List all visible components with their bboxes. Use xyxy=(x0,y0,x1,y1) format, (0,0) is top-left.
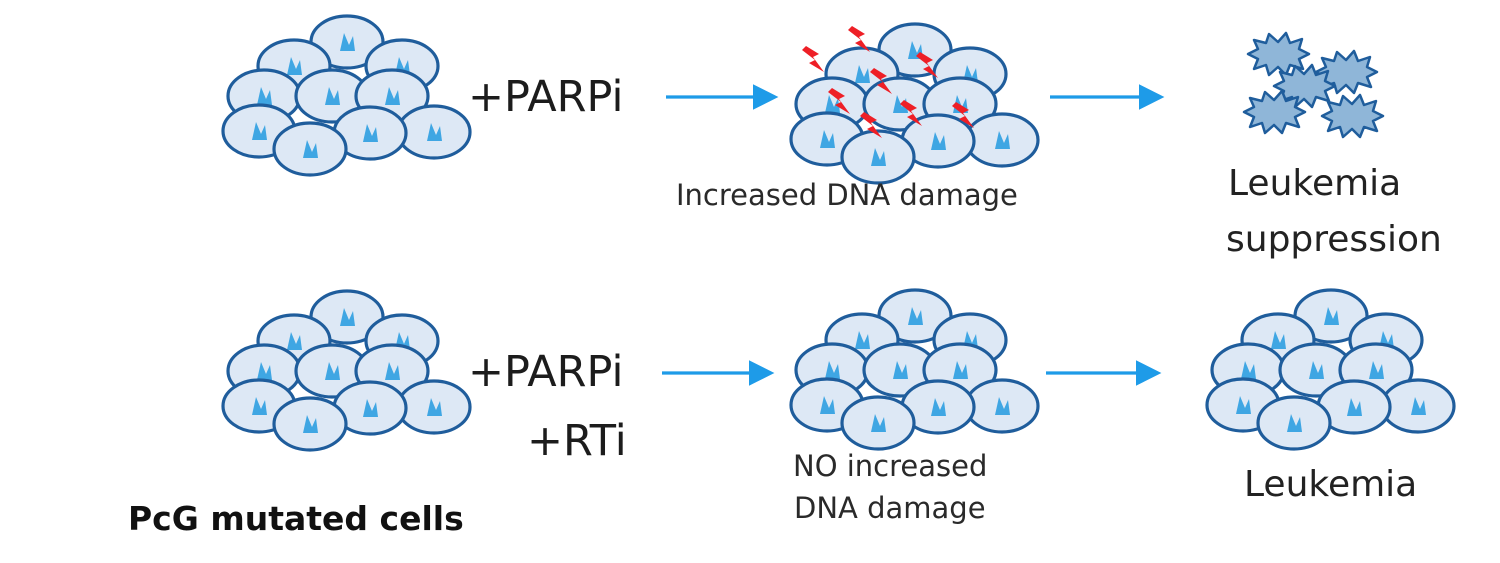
outcome-label-row2: Leukemia xyxy=(1244,464,1418,505)
cell-cluster-icon xyxy=(1207,290,1454,449)
cell-cluster-icon xyxy=(223,291,470,450)
treatment-label-row2-line1: +PARPi xyxy=(468,347,624,397)
outcome-label-row1-line1: Leukemia xyxy=(1228,163,1402,204)
cell-cluster-icon xyxy=(223,16,470,175)
treatment-label-row1: +PARPi xyxy=(468,72,624,122)
cell-cluster-icon xyxy=(791,290,1038,449)
damage-caption-row2-line1: NO increased xyxy=(793,449,988,483)
dead-cell-icon xyxy=(1242,31,1385,139)
pcg-mutated-cells-label: PcG mutated cells xyxy=(128,499,464,538)
treatment-label-row2-line2: +RTi xyxy=(527,416,627,466)
damage-caption-row1: Increased DNA damage xyxy=(676,178,1018,212)
damaged-cell-cluster-icon xyxy=(791,24,1038,183)
lightning-bolt-icon xyxy=(802,46,824,72)
damage-caption-row2-line2: DNA damage xyxy=(794,491,986,525)
outcome-label-row1-line2: suppression xyxy=(1226,219,1442,260)
